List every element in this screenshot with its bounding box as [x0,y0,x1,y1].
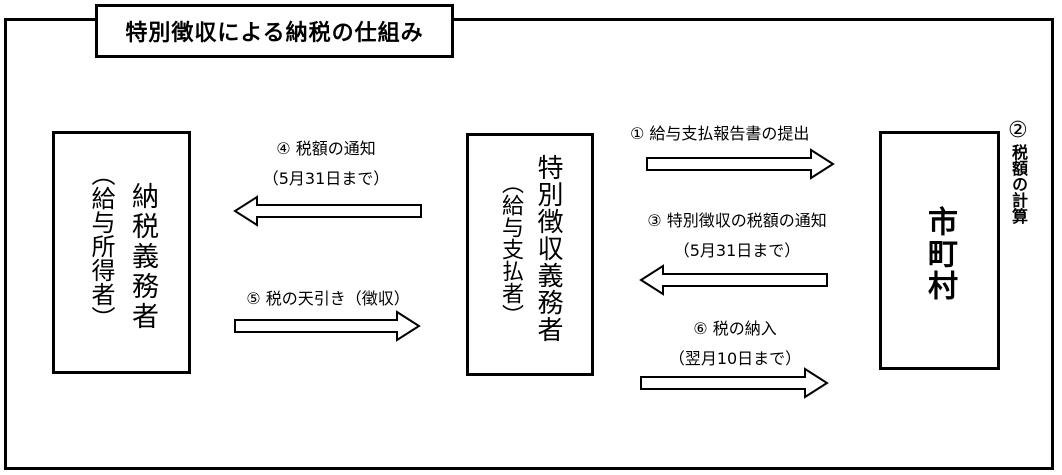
step4-date: （5月31日まで） [262,169,390,188]
step5-label: ⑤ 税の天引き（徴収） [238,285,418,309]
step2-text: 税額の計算 [1009,144,1028,224]
step2-number: ② [1008,118,1028,143]
step1-text: ① 給与支払報告書の提出 [630,124,810,143]
step1-label: ① 給与支払報告書の提出 [630,120,809,144]
step3-text: ③ 特別徴収の税額の通知 [647,211,827,230]
step6-text: ⑥ 税の納入 [693,319,777,338]
step2-label: ② 税額の計算 [1008,118,1028,225]
diagram-title: 特別徴収による納税の仕組み [95,4,454,58]
step5-arrow [234,310,421,342]
collector-label: 特別徴収義務者 [533,154,563,343]
collector-sublabel: （給与支払者） [498,172,523,326]
step4-label: ④ 税額の通知 （5月31日まで） [236,135,416,189]
step6-date: （翌月10日まで） [668,349,802,368]
taxpayer-sublabel: （給与所得者） [87,162,115,330]
municipality-label: 市町村 [922,206,957,302]
step5-text: ⑤ 税の天引き（徴収） [246,289,410,308]
step1-arrow [646,148,835,180]
step4-text: ④ 税額の通知 [276,139,376,158]
diagram-frame [4,18,1054,470]
step6-label: ⑥ 税の納入 （翌月10日まで） [640,315,830,369]
collector-box: 特別徴収義務者 （給与支払者） [466,133,594,376]
taxpayer-label: 納税義務者 [127,182,158,332]
step3-date: （5月31日まで） [673,241,801,260]
step6-arrow [640,367,829,399]
step3-label: ③ 特別徴収の税額の通知 （5月31日まで） [622,207,852,261]
municipality-box: 市町村 [879,131,1000,370]
taxpayer-box: 納税義務者 （給与所得者） [52,131,191,374]
step3-arrow [639,264,828,296]
step4-arrow [233,195,422,227]
